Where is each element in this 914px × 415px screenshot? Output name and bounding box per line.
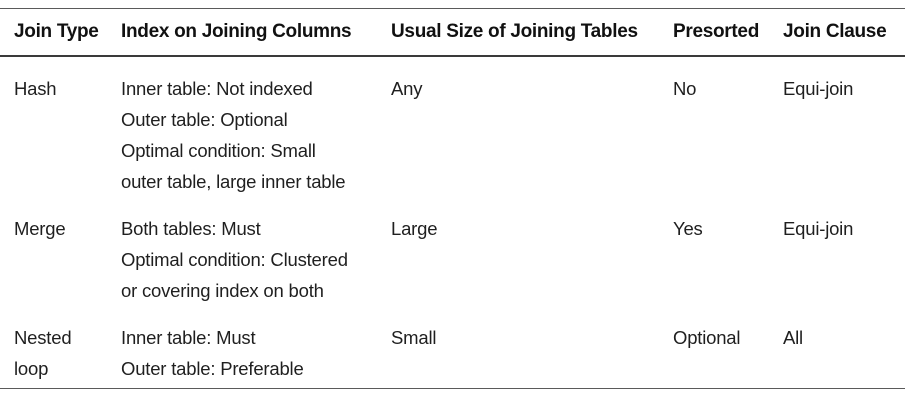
cell-join-clause: Equi-join [769,56,905,201]
header-row: Join Type Index on Joining Columns Usual… [0,8,905,56]
cell-index: Both tables: Must Optimal condition: Clu… [107,201,377,310]
cell-line: Optional [673,327,741,348]
cell-line: Equi-join [783,218,854,239]
cell-join-type: Hash [0,56,107,201]
cell-line: Optimal condition: Small [121,140,316,161]
cell-size: Small [377,310,659,389]
cell-line: Optimal condition: Clustered [121,249,348,270]
cell-line: Hash [14,78,57,99]
cell-presorted: No [659,56,769,201]
cell-join-clause: All [769,310,905,389]
cell-line: Any [391,78,423,99]
cell-size: Any [377,56,659,201]
cell-index: Inner table: Not indexed Outer table: Op… [107,56,377,201]
cell-line: Outer table: Optional [121,109,288,130]
cell-line: outer table, large inner table [121,171,346,192]
join-types-table: Join Type Index on Joining Columns Usual… [0,8,905,389]
header-join-type: Join Type [14,21,99,42]
header-usual-size: Usual Size of Joining Tables [391,21,638,42]
table-row: Hash Inner table: Not indexed Outer tabl… [0,56,905,201]
cell-line: Yes [673,218,703,239]
cell-line: loop [14,358,49,379]
cell-join-type: Merge [0,201,107,310]
header-presorted: Presorted [673,21,760,42]
cell-line: Equi-join [783,78,854,99]
table-row: Merge Both tables: Must Optimal conditio… [0,201,905,310]
table-body: Hash Inner table: Not indexed Outer tabl… [0,56,905,389]
cell-line: Small [391,327,437,348]
cell-line: All [783,327,803,348]
header-join-clause: Join Clause [783,21,887,42]
cell-line: Large [391,218,438,239]
cell-presorted: Optional [659,310,769,389]
cell-join-type: Nested loop [0,310,107,389]
cell-line: or covering index on both [121,280,324,301]
cell-join-clause: Equi-join [769,201,905,310]
header-index-on-joining-columns: Index on Joining Columns [121,21,352,42]
table-header: Join Type Index on Joining Columns Usual… [0,8,905,56]
table-row: Nested loop Inner table: Must Outer tabl… [0,310,905,389]
cell-line: Both tables: Must [121,218,261,239]
cell-line: Inner table: Must [121,327,256,348]
cell-size: Large [377,201,659,310]
cell-line: Outer table: Preferable [121,358,304,379]
cell-presorted: Yes [659,201,769,310]
cell-line: Merge [14,218,66,239]
cell-index: Inner table: Must Outer table: Preferabl… [107,310,377,389]
cell-line: Nested [14,327,72,348]
cell-line: Inner table: Not indexed [121,78,313,99]
cell-line: No [673,78,697,99]
